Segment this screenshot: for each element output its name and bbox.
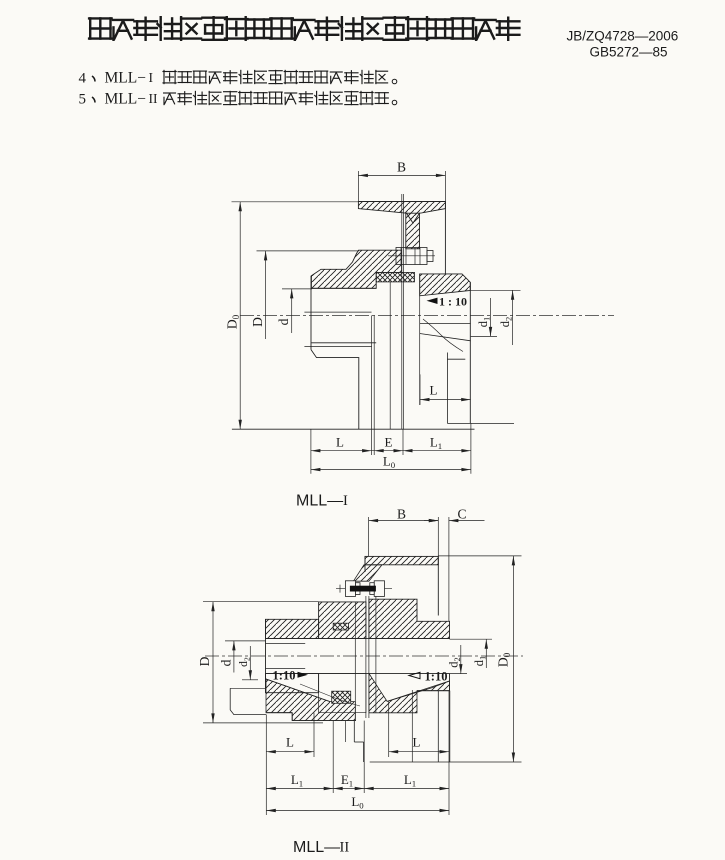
svg-text:I: I	[149, 70, 154, 85]
svg-text:L0: L0	[351, 794, 364, 811]
svg-text:d2: d2	[238, 657, 252, 667]
svg-text:E: E	[385, 434, 393, 449]
svg-text:E1: E1	[341, 772, 353, 789]
svg-text:D0: D0	[496, 652, 513, 667]
svg-text:C: C	[457, 507, 466, 522]
svg-text:I: I	[343, 493, 348, 509]
svg-text:d2: d2	[447, 657, 463, 668]
svg-text:L1: L1	[291, 772, 303, 789]
svg-text:L: L	[286, 735, 294, 750]
svg-text:D: D	[250, 317, 265, 327]
svg-text:L1: L1	[404, 772, 416, 789]
svg-text:B: B	[397, 160, 406, 175]
svg-text:B: B	[397, 507, 406, 522]
svg-text:d2: d2	[498, 317, 514, 328]
svg-text:II: II	[149, 91, 158, 106]
svg-text:d: d	[219, 659, 234, 666]
svg-text:d: d	[276, 318, 291, 325]
svg-text:MLL−: MLL−	[105, 70, 146, 87]
svg-text:4: 4	[79, 71, 87, 87]
svg-text:L: L	[430, 383, 438, 398]
svg-text:1:10: 1:10	[425, 670, 448, 684]
svg-text:MLL−: MLL−	[105, 91, 146, 108]
svg-text:1 : 10: 1 : 10	[439, 295, 467, 309]
svg-text:5: 5	[79, 92, 87, 108]
svg-text:JB/ZQ4728—2006: JB/ZQ4728—2006	[567, 29, 679, 44]
svg-text:L: L	[336, 434, 344, 449]
svg-text:GB5272—85: GB5272—85	[590, 45, 668, 60]
svg-text:MLL—: MLL—	[293, 839, 340, 855]
svg-text:d1: d1	[476, 317, 492, 328]
svg-text:L1: L1	[430, 434, 442, 451]
svg-text:L: L	[413, 735, 421, 750]
svg-text:II: II	[340, 840, 350, 856]
svg-text:D0: D0	[225, 314, 242, 329]
svg-text:MLL—: MLL—	[296, 493, 343, 510]
svg-text:L0: L0	[383, 453, 396, 470]
svg-text:1:10: 1:10	[273, 669, 296, 683]
svg-text:d1: d1	[472, 656, 488, 667]
svg-text:D: D	[197, 656, 212, 666]
